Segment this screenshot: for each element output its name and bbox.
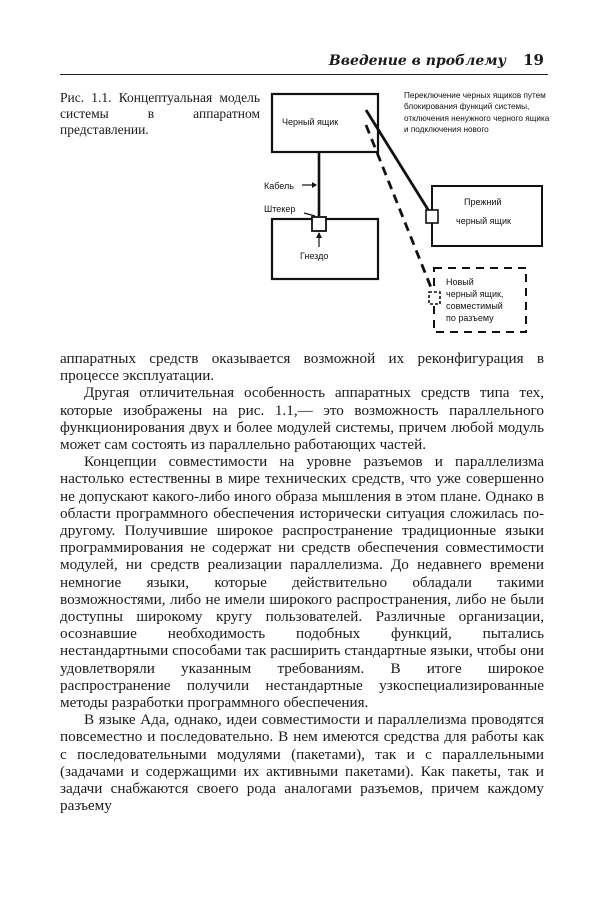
paragraph-4: В языке Ада, однако, идеи совместимости …: [60, 711, 544, 815]
body-text: аппаратных средств оказывается возможной…: [60, 350, 544, 814]
plug-arrow: [303, 212, 316, 217]
old-box-plug: [425, 209, 439, 224]
figure-diagram: [270, 92, 543, 333]
old-box-label-1: Прежний: [464, 197, 502, 207]
new-box-plug: [428, 291, 441, 305]
new-box-label-4: по разъему: [446, 313, 494, 323]
paragraph-1: аппаратных средств оказывается возможной…: [60, 350, 544, 385]
figure-1-1: Черный ящик Кабель Штекер Гнездо Прежний…: [260, 80, 560, 345]
black-box-rect: [270, 92, 380, 154]
figure-note: Переключение черных ящиков путем блокиро…: [404, 91, 550, 135]
plug-label: Штекер: [264, 204, 296, 214]
old-box-label-2: черный ящик: [456, 216, 511, 226]
paragraph-2: Другая отличительная особенность аппарат…: [60, 384, 544, 454]
socket-label: Гнездо: [300, 251, 329, 261]
new-box-label-1: Новый: [446, 277, 474, 287]
cable-label: Кабель: [264, 181, 294, 191]
running-title: Введение в проблему: [328, 53, 506, 69]
connection-line: [364, 109, 434, 217]
dashed-connection-line: [364, 124, 436, 296]
running-header: Введение в проблему 19: [60, 50, 548, 75]
figure-caption: Рис. 1.1. Концептуальная модель системы …: [60, 90, 260, 137]
new-box-label-3: совместимый: [446, 301, 503, 311]
black-box-label: Черный ящик: [282, 117, 339, 127]
paragraph-3: Концепции совместимости на уровне разъем…: [60, 453, 544, 712]
new-box-label-2: черный ящик,: [446, 289, 504, 299]
page-number: 19: [523, 51, 544, 69]
plug-rect: [311, 216, 327, 232]
